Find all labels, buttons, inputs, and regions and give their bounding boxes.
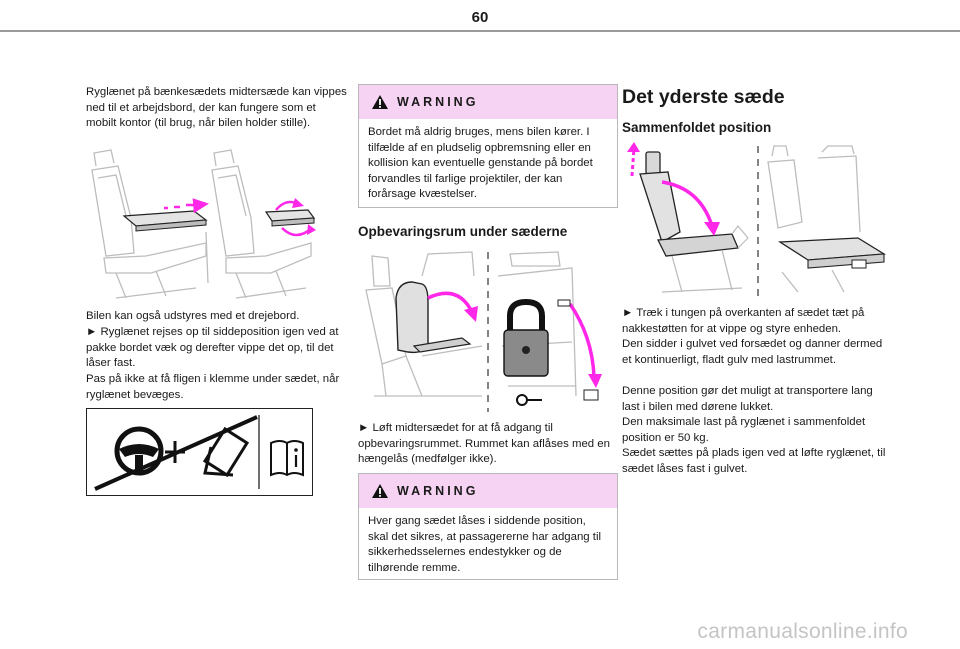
turntable-text: Bilen kan også udstyres med et drejebord… [86,310,300,322]
intro-text: Ryglænet på bænkesædets midtersæde kan v… [86,86,347,130]
warning-text: Bordet må aldrig bruges, mens bilen køre… [368,126,593,201]
warning-triangle-icon [372,95,388,109]
folded-position-subheading: Sammenfoldet position [622,120,772,135]
folded-seat-illustration [627,142,887,300]
pull-tab-step: ► Træk i tungen på overkanten af sædet t… [622,307,865,335]
outer-seat-heading: Det yderste sæde [622,86,785,108]
warning-box-table: WARNING Bordet må aldrig bruges, mens bi… [358,84,618,208]
worktable-seat-illustration [91,149,316,299]
storage-compartment-illustration [365,251,602,412]
table-icon [202,426,250,478]
manual-book-icon [270,440,304,477]
pictogram-panel [86,408,313,496]
warning-text: Hver gang sædet låses i siddende positio… [368,515,602,574]
page-number: 60 [471,9,489,26]
storage-heading: Opbevaringsrum under sæderne [358,224,568,239]
lift-seat-step: ► Løft midtersædet for at få adgang til … [358,422,610,466]
raise-backrest-step: ► Ryglænet rejses op til siddeposition i… [86,326,339,370]
warning-box-seatbelt: WARNING Hver gang sædet låses i siddende… [358,473,618,580]
warning-title: WARNING [397,95,479,109]
flap-caution-text: Pas på ikke at få fligen i klemme under … [86,373,340,401]
steering-wheel-icon [114,426,164,476]
warning-header: WARNING [359,85,617,119]
watermark: carmanualsonline.info [697,620,908,643]
header-rule [0,30,960,32]
warning-triangle-icon [372,484,388,498]
warning-header: WARNING [359,474,617,508]
floor-text: Den sidder i gulvet ved forsædet og dann… [622,338,883,366]
max-load-text: Den maksimale last på ryglænet i sammenf… [622,416,866,444]
warning-title: WARNING [397,484,479,498]
long-load-text: Denne position gør det muligt at transpo… [622,385,873,413]
reset-seat-text: Sædet sættes på plads igen ved at løfte … [622,447,886,475]
key-icon [516,394,542,406]
padlock-icon [503,298,549,377]
